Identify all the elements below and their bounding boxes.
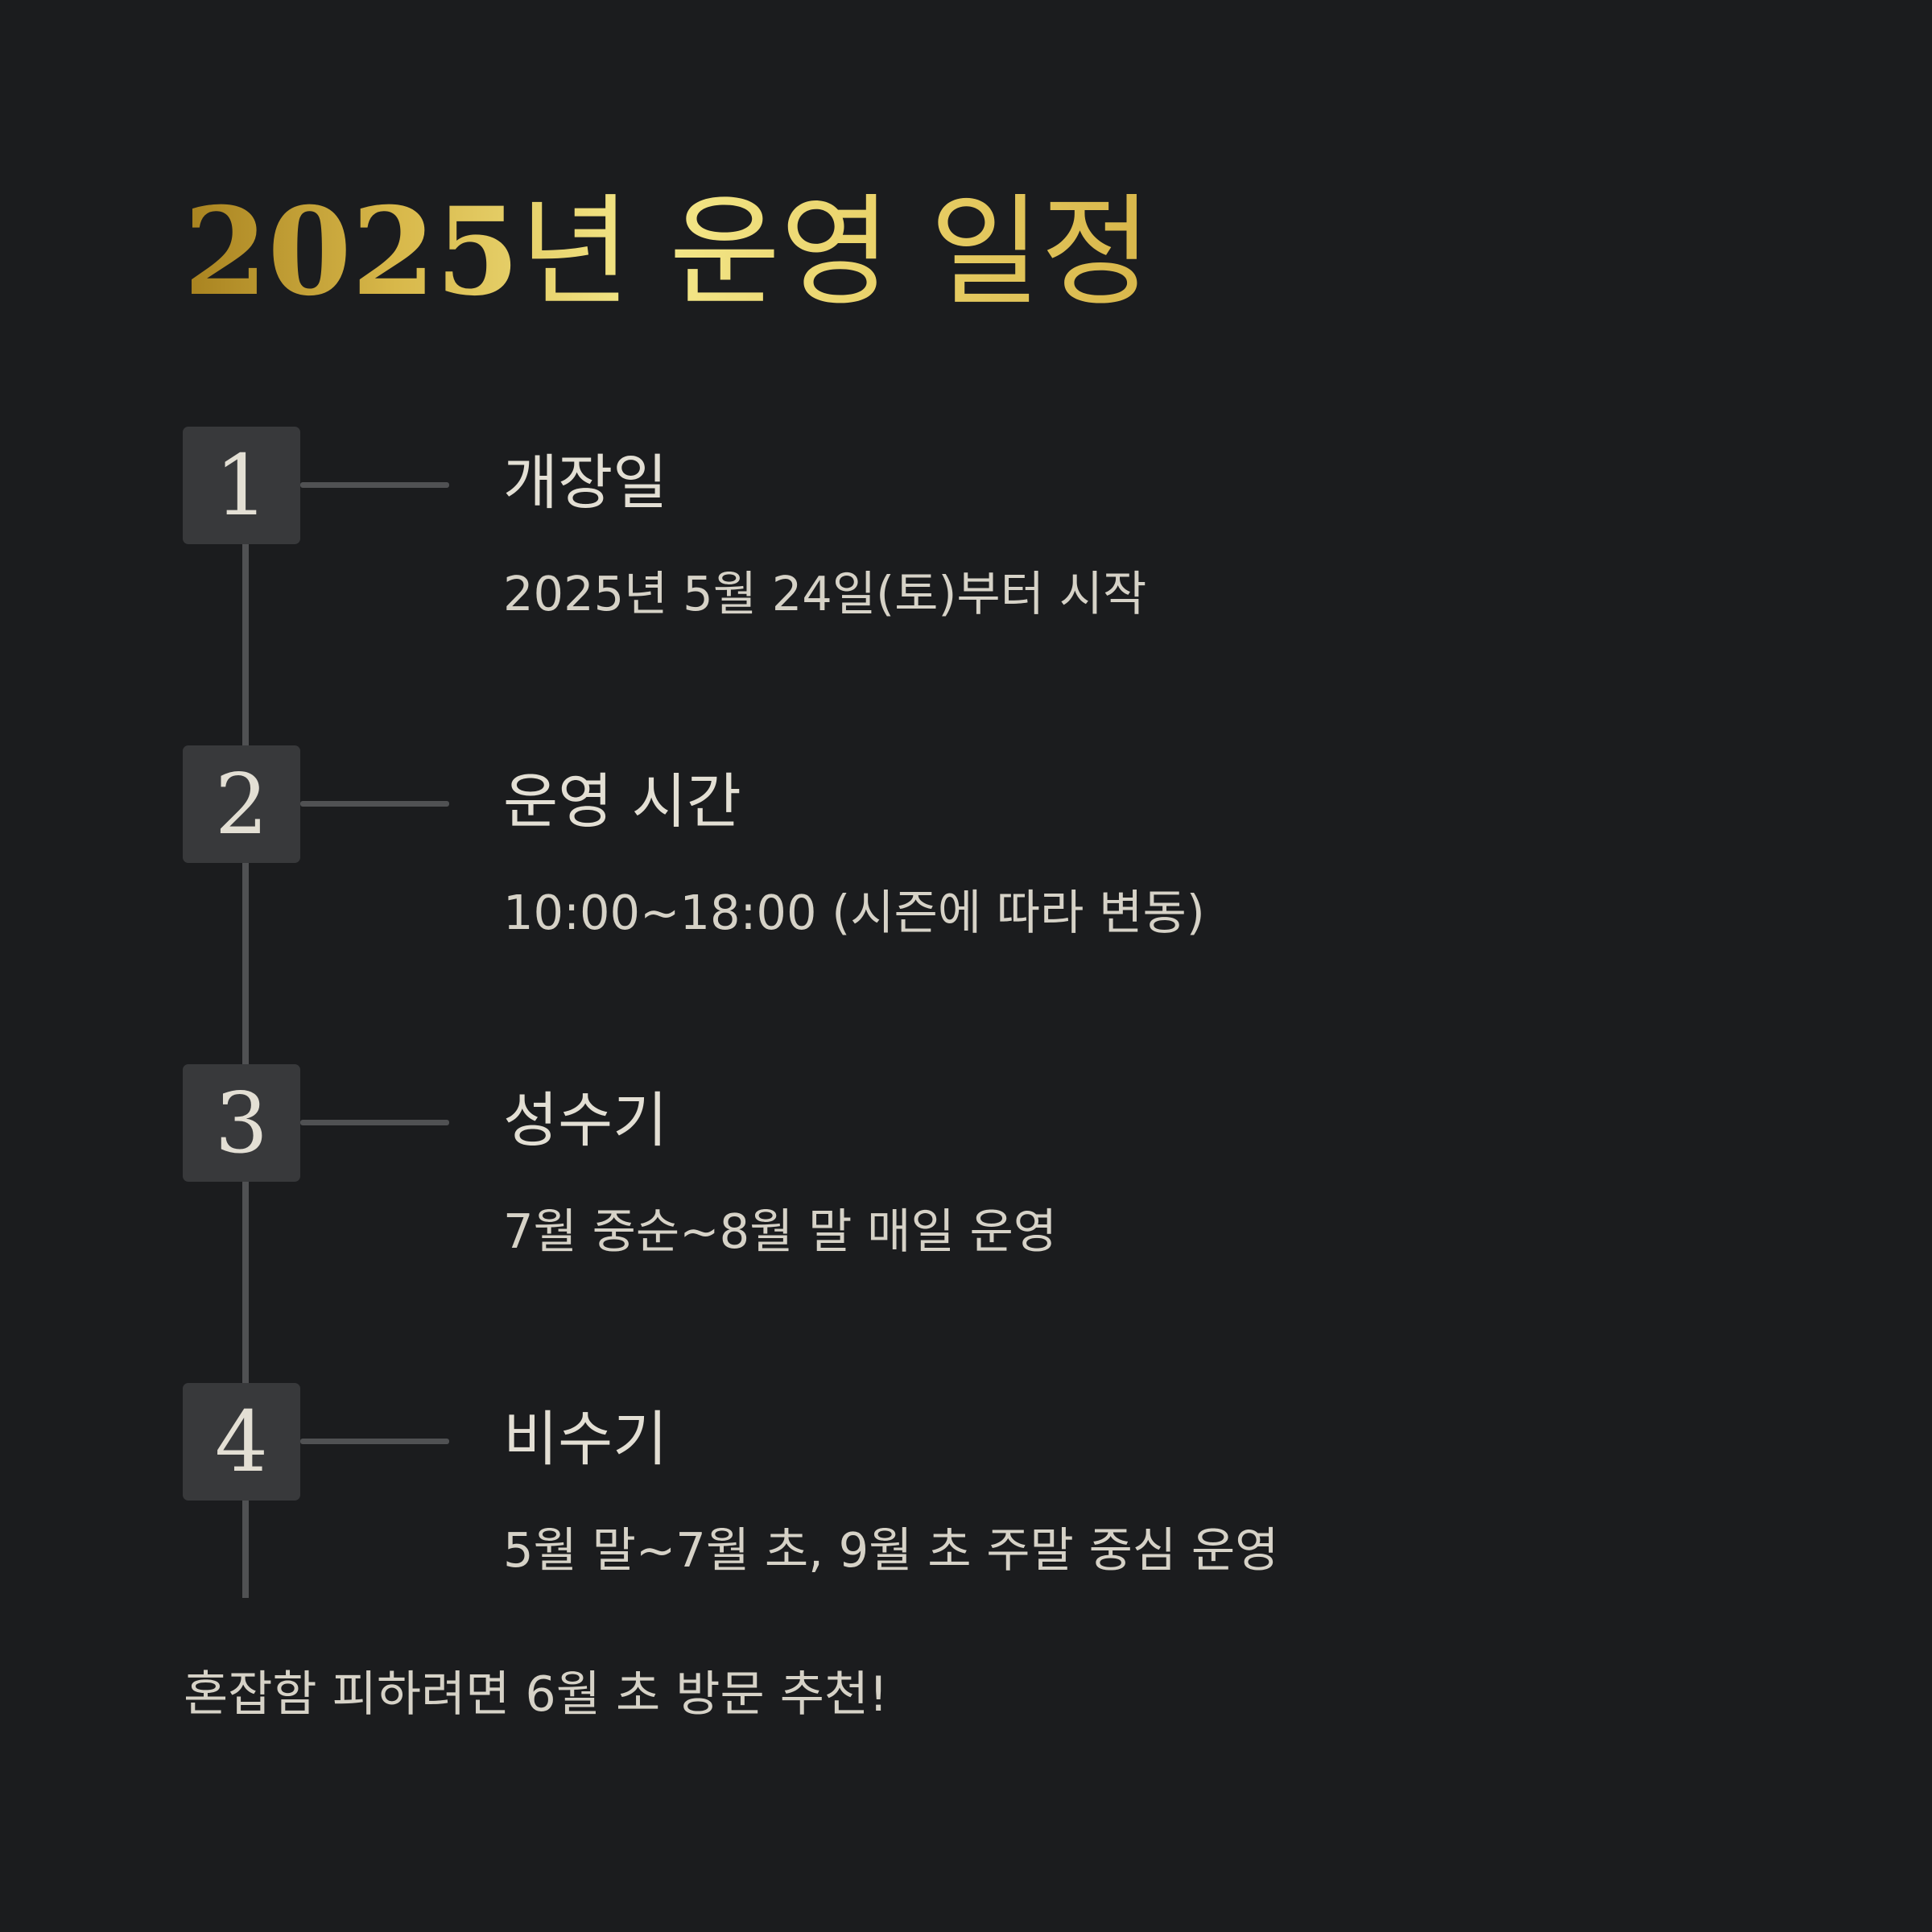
step-description: 2025년 5월 24일(토)부터 시작 — [503, 566, 1147, 621]
step-number-badge: 1 — [183, 427, 300, 544]
step-number: 2 — [214, 755, 269, 853]
timeline-step-opening-day: 1 개장일 2025년 5월 24일(토)부터 시작 — [0, 427, 1932, 668]
step-number: 1 — [214, 436, 269, 535]
timeline-line — [242, 499, 249, 1598]
page-title-rest: 년 운영 일정 — [519, 183, 1152, 323]
step-heading: 비수기 — [503, 1405, 668, 1474]
step-number: 4 — [214, 1393, 269, 1491]
page-title-year: 2025 — [184, 181, 520, 323]
step-connector — [300, 1439, 449, 1444]
step-connector — [300, 482, 449, 488]
timeline-step-peak-season: 3 성수기 7월 중순~8월 말 매일 운영 — [0, 1064, 1932, 1306]
step-heading: 성수기 — [503, 1086, 668, 1155]
step-number-badge: 4 — [183, 1383, 300, 1501]
step-number: 3 — [214, 1074, 269, 1172]
step-connector — [300, 801, 449, 807]
step-connector — [300, 1120, 449, 1125]
timeline-step-off-season: 4 비수기 5월 말~7월 초, 9월 초 주말 중심 운영 — [0, 1383, 1932, 1624]
visit-recommendation-note: 혼잡함 피하려면 6월 초 방문 추천! — [184, 1666, 889, 1723]
step-description: 5월 말~7월 초, 9월 초 주말 중심 운영 — [503, 1522, 1279, 1578]
step-description: 10:00~18:00 (시즌에 따라 변동) — [503, 885, 1205, 940]
timeline-step-operating-hours: 2 운영 시간 10:00~18:00 (시즌에 따라 변동) — [0, 745, 1932, 987]
step-heading: 운영 시간 — [503, 767, 741, 836]
step-number-badge: 2 — [183, 745, 300, 863]
step-heading: 개장일 — [503, 448, 668, 518]
page-title: 2025년 운영 일정 — [184, 184, 1152, 321]
step-number-badge: 3 — [183, 1064, 300, 1182]
step-description: 7월 중순~8월 말 매일 운영 — [503, 1203, 1058, 1259]
